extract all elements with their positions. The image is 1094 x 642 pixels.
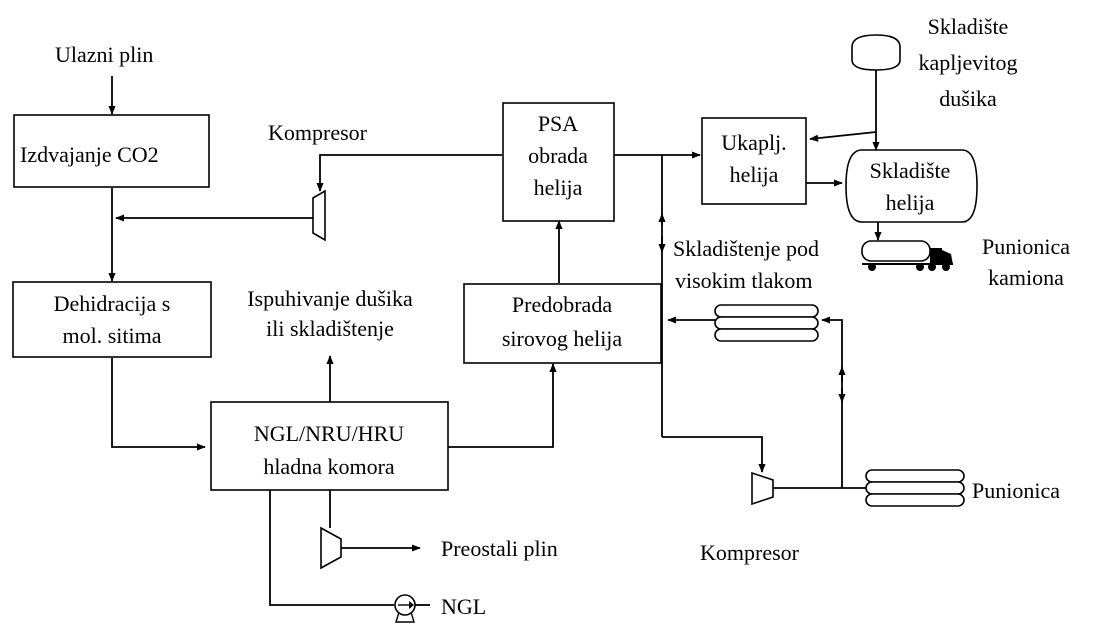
label-filling-station: Punionica: [972, 478, 1060, 503]
pump-icon: [394, 594, 416, 623]
label-nitrogen-vent-2: ili skladištenje: [266, 316, 394, 341]
label-helium-storage-1: Skladište: [870, 158, 951, 183]
label-helium-storage-2: helija: [886, 190, 935, 215]
label-truck-filling-2: kamiona: [988, 265, 1064, 290]
ngl-nru-hru-box: [210, 401, 449, 491]
compressor-bottom-icon: [751, 471, 774, 506]
helium-storage-vessel: [845, 149, 978, 223]
compressor-residue-icon: [320, 526, 342, 570]
arrow-dehydration-to-ngl: [111, 358, 206, 451]
label-ngl-unit-1: NGL/NRU/HRU: [254, 421, 404, 446]
label-pretreatment-2: sirovog helija: [502, 326, 623, 351]
compressor-top-icon: [312, 189, 326, 242]
label-truck-filling-1: Punionica: [982, 234, 1070, 259]
label-hp-storage-1: Skladištenje pod: [673, 236, 819, 261]
label-nitrogen-vent-1: Ispuhivanje dušika: [247, 286, 413, 311]
label-residue-gas: Preostali plin: [441, 536, 558, 561]
label-nitrogen-storage-1: Skladište: [928, 14, 1009, 39]
dehydration-box: [12, 281, 212, 358]
label-compressor-bottom: Kompresor: [700, 540, 800, 565]
label-ngl-product: NGL: [441, 594, 486, 619]
arrow-ngl-to-pretreatment: [447, 363, 557, 448]
arrow-psa-to-compressor: [316, 154, 502, 192]
label-nitrogen-storage-2: kapljevitog: [919, 50, 1018, 75]
label-psa-2: obrada: [528, 143, 588, 168]
psa-box: [502, 102, 615, 222]
label-co2-removal: Izdvajanje CO2: [20, 142, 159, 167]
label-hp-storage-2: visokim tlakom: [675, 268, 813, 293]
label-pretreatment-1: Predobrada: [512, 292, 612, 317]
connectors: [108, 70, 882, 606]
arrow-riser-to-hp-storage: [821, 316, 843, 488]
arrow-nitrogen-to-liquefier: [809, 131, 877, 142]
label-dehydration-2: mol. sitima: [63, 323, 162, 348]
label-liquefier-1: Ukaplj.: [721, 130, 786, 155]
nitrogen-tank-icon: [851, 34, 901, 71]
label-nitrogen-storage-3: dušika: [939, 86, 997, 111]
label-dehydration-1: Dehidracija s: [54, 291, 171, 316]
co2-removal-box: [13, 114, 210, 188]
liquefier-box: [701, 117, 807, 205]
arrow-branch-to-compressor: [662, 436, 766, 473]
label-psa-3: helija: [534, 175, 583, 200]
label-inlet-gas: Ulazni plin: [55, 42, 153, 67]
pretreatment-box: [463, 283, 662, 364]
hp-storage-cylinders-icon: [714, 304, 819, 342]
truck-icon: [861, 240, 953, 271]
label-compressor-top: Kompresor: [268, 120, 368, 145]
filling-cylinders-icon: [865, 469, 965, 507]
line-ngl-to-pump: [269, 490, 394, 606]
label-liquefier-2: helija: [730, 162, 779, 187]
label-ngl-unit-2: hladna komora: [263, 454, 395, 479]
label-psa-1: PSA: [538, 111, 578, 136]
